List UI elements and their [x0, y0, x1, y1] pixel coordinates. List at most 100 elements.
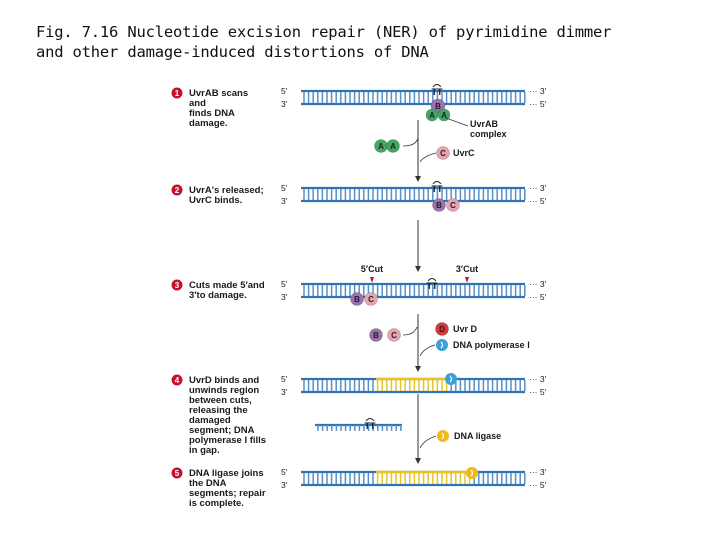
step-description-line: damaged [189, 415, 231, 426]
uvrd-protein-shape [435, 322, 449, 336]
three-prime-end: 3′ [281, 196, 288, 206]
step-number-circle [171, 467, 183, 479]
released-uvrc [387, 328, 401, 342]
uvrc-protein [364, 292, 378, 306]
five-prime-end: 5′ [281, 374, 288, 384]
uvrc-label: UvrC [453, 148, 475, 158]
thymine-dimer [432, 181, 442, 185]
step-description-line: Cuts made 5′and [189, 280, 265, 291]
uvra-protein-letter: A [429, 111, 435, 120]
release-arrow [402, 326, 418, 336]
uvrc-protein [436, 146, 450, 160]
step-description-line: damage. [189, 118, 228, 129]
dimer-bond [432, 84, 442, 88]
uvrb-protein [350, 292, 364, 306]
uvrd-protein [435, 322, 449, 336]
step-description-line: UvrD binds and [189, 375, 259, 386]
uvrc-protein [446, 198, 460, 212]
three-prime-end: ··· 3′ [529, 279, 547, 289]
step-description-line: segment; DNA [189, 425, 255, 436]
step-description-line: is complete. [189, 498, 244, 509]
step-description-line: between cuts, [189, 395, 252, 406]
five-prime-end: 5′ [281, 467, 288, 477]
three-prime-end: 3′ [281, 99, 288, 109]
uvrc-protein-shape [364, 292, 378, 306]
step-description-line: DNA ligase joins [189, 468, 264, 479]
flow-arrowhead [415, 366, 421, 372]
dimer-label: TT [365, 421, 376, 431]
uvrab-complex-label: complex [470, 129, 507, 139]
five-prime-end: ··· 5′ [529, 196, 547, 206]
uvrb-protein-letter: B [436, 201, 442, 210]
released-uvrb-letter: B [373, 331, 379, 340]
three-prime-end: ··· 3′ [529, 86, 547, 96]
step-2 [171, 184, 183, 196]
released-uvra-shape [386, 139, 400, 153]
step-description-line: unwinds region [189, 385, 259, 396]
released-uvra [386, 139, 400, 153]
uvrd-protein-letter: D [439, 325, 445, 334]
flow-arrowhead [415, 266, 421, 272]
five-prime-end: 5′ [281, 86, 288, 96]
dna-polymerase-icon-mark [440, 341, 444, 349]
dna-ligase-icon-mark [470, 469, 474, 477]
step-number-circle [171, 279, 183, 291]
three-prime-cut-marker [465, 277, 469, 283]
step-number-circle [171, 184, 183, 196]
step-description-line: UvrAB scans [189, 88, 248, 99]
callout-line [445, 117, 469, 127]
step-number-circle [171, 374, 183, 386]
three-prime-end: 3′ [281, 387, 288, 397]
dna-duplex-step-3 [301, 282, 526, 299]
three-prime-end: ··· 3′ [529, 183, 547, 193]
three-prime-end: 3′ [281, 292, 288, 302]
uvrc-protein-letter: C [440, 149, 446, 158]
ligase-entry-arrow [419, 435, 437, 449]
five-prime-end: 5′ [281, 183, 288, 193]
enzyme-entry-arrow [419, 344, 436, 357]
released-uvrb [369, 328, 383, 342]
step-description-line: releasing the [189, 405, 248, 416]
uvrb-protein [432, 198, 446, 212]
uvra-protein-letter: A [441, 111, 447, 120]
uvrb-protein-shape [432, 198, 446, 212]
five-prime-end: ··· 5′ [529, 387, 547, 397]
dna-duplex-step-2 [301, 186, 526, 203]
step-number: 2 [175, 186, 180, 195]
release-arrow [402, 137, 419, 147]
step-description-line: and [189, 98, 206, 109]
step-description-line: UvrC binds. [189, 195, 242, 206]
dna-polymerase-icon-mark [449, 375, 453, 383]
dna-ligase-icon [437, 430, 449, 442]
step-description-line: segments; repair [189, 488, 266, 499]
dna-ligase-label: DNA ligase [454, 431, 501, 441]
step-number-circle [171, 87, 183, 99]
figure-title-line-2: and other damage-induced distortions of … [36, 43, 429, 61]
three-prime-end: ··· 3′ [529, 467, 547, 477]
uvrab-complex-label: UvrAB [470, 119, 499, 129]
uvrc-protein-shape [436, 146, 450, 160]
step-3 [171, 279, 183, 291]
dna-ligase-icon [466, 467, 478, 479]
five-prime-end: 5′ [281, 279, 288, 289]
dimer-bond [427, 278, 437, 282]
dimer-label: TT [432, 87, 443, 97]
dna-polymerase-icon [445, 373, 457, 385]
figure-title: Fig. 7.16 Nucleotide excision repair (NE… [36, 22, 612, 62]
step-5 [171, 467, 183, 479]
step-number: 3 [175, 281, 180, 290]
step-number: 4 [175, 376, 180, 385]
step-number: 5 [175, 469, 180, 478]
uvrc-protein-letter: C [450, 201, 456, 210]
released-damaged-segment [315, 423, 402, 431]
dna-duplex-step-5 [301, 470, 526, 487]
dna-polymerase-label: DNA polymerase I [453, 340, 530, 350]
five-prime-cut-label: 5′Cut [361, 264, 383, 274]
dna-duplex-step-1 [301, 89, 526, 106]
dimer-label: TT [427, 281, 438, 291]
five-prime-cut-marker [370, 277, 374, 283]
uvrc-entry-arrow [419, 152, 437, 163]
step-description-line: finds DNA [189, 108, 235, 119]
dimer-bond [432, 181, 442, 185]
